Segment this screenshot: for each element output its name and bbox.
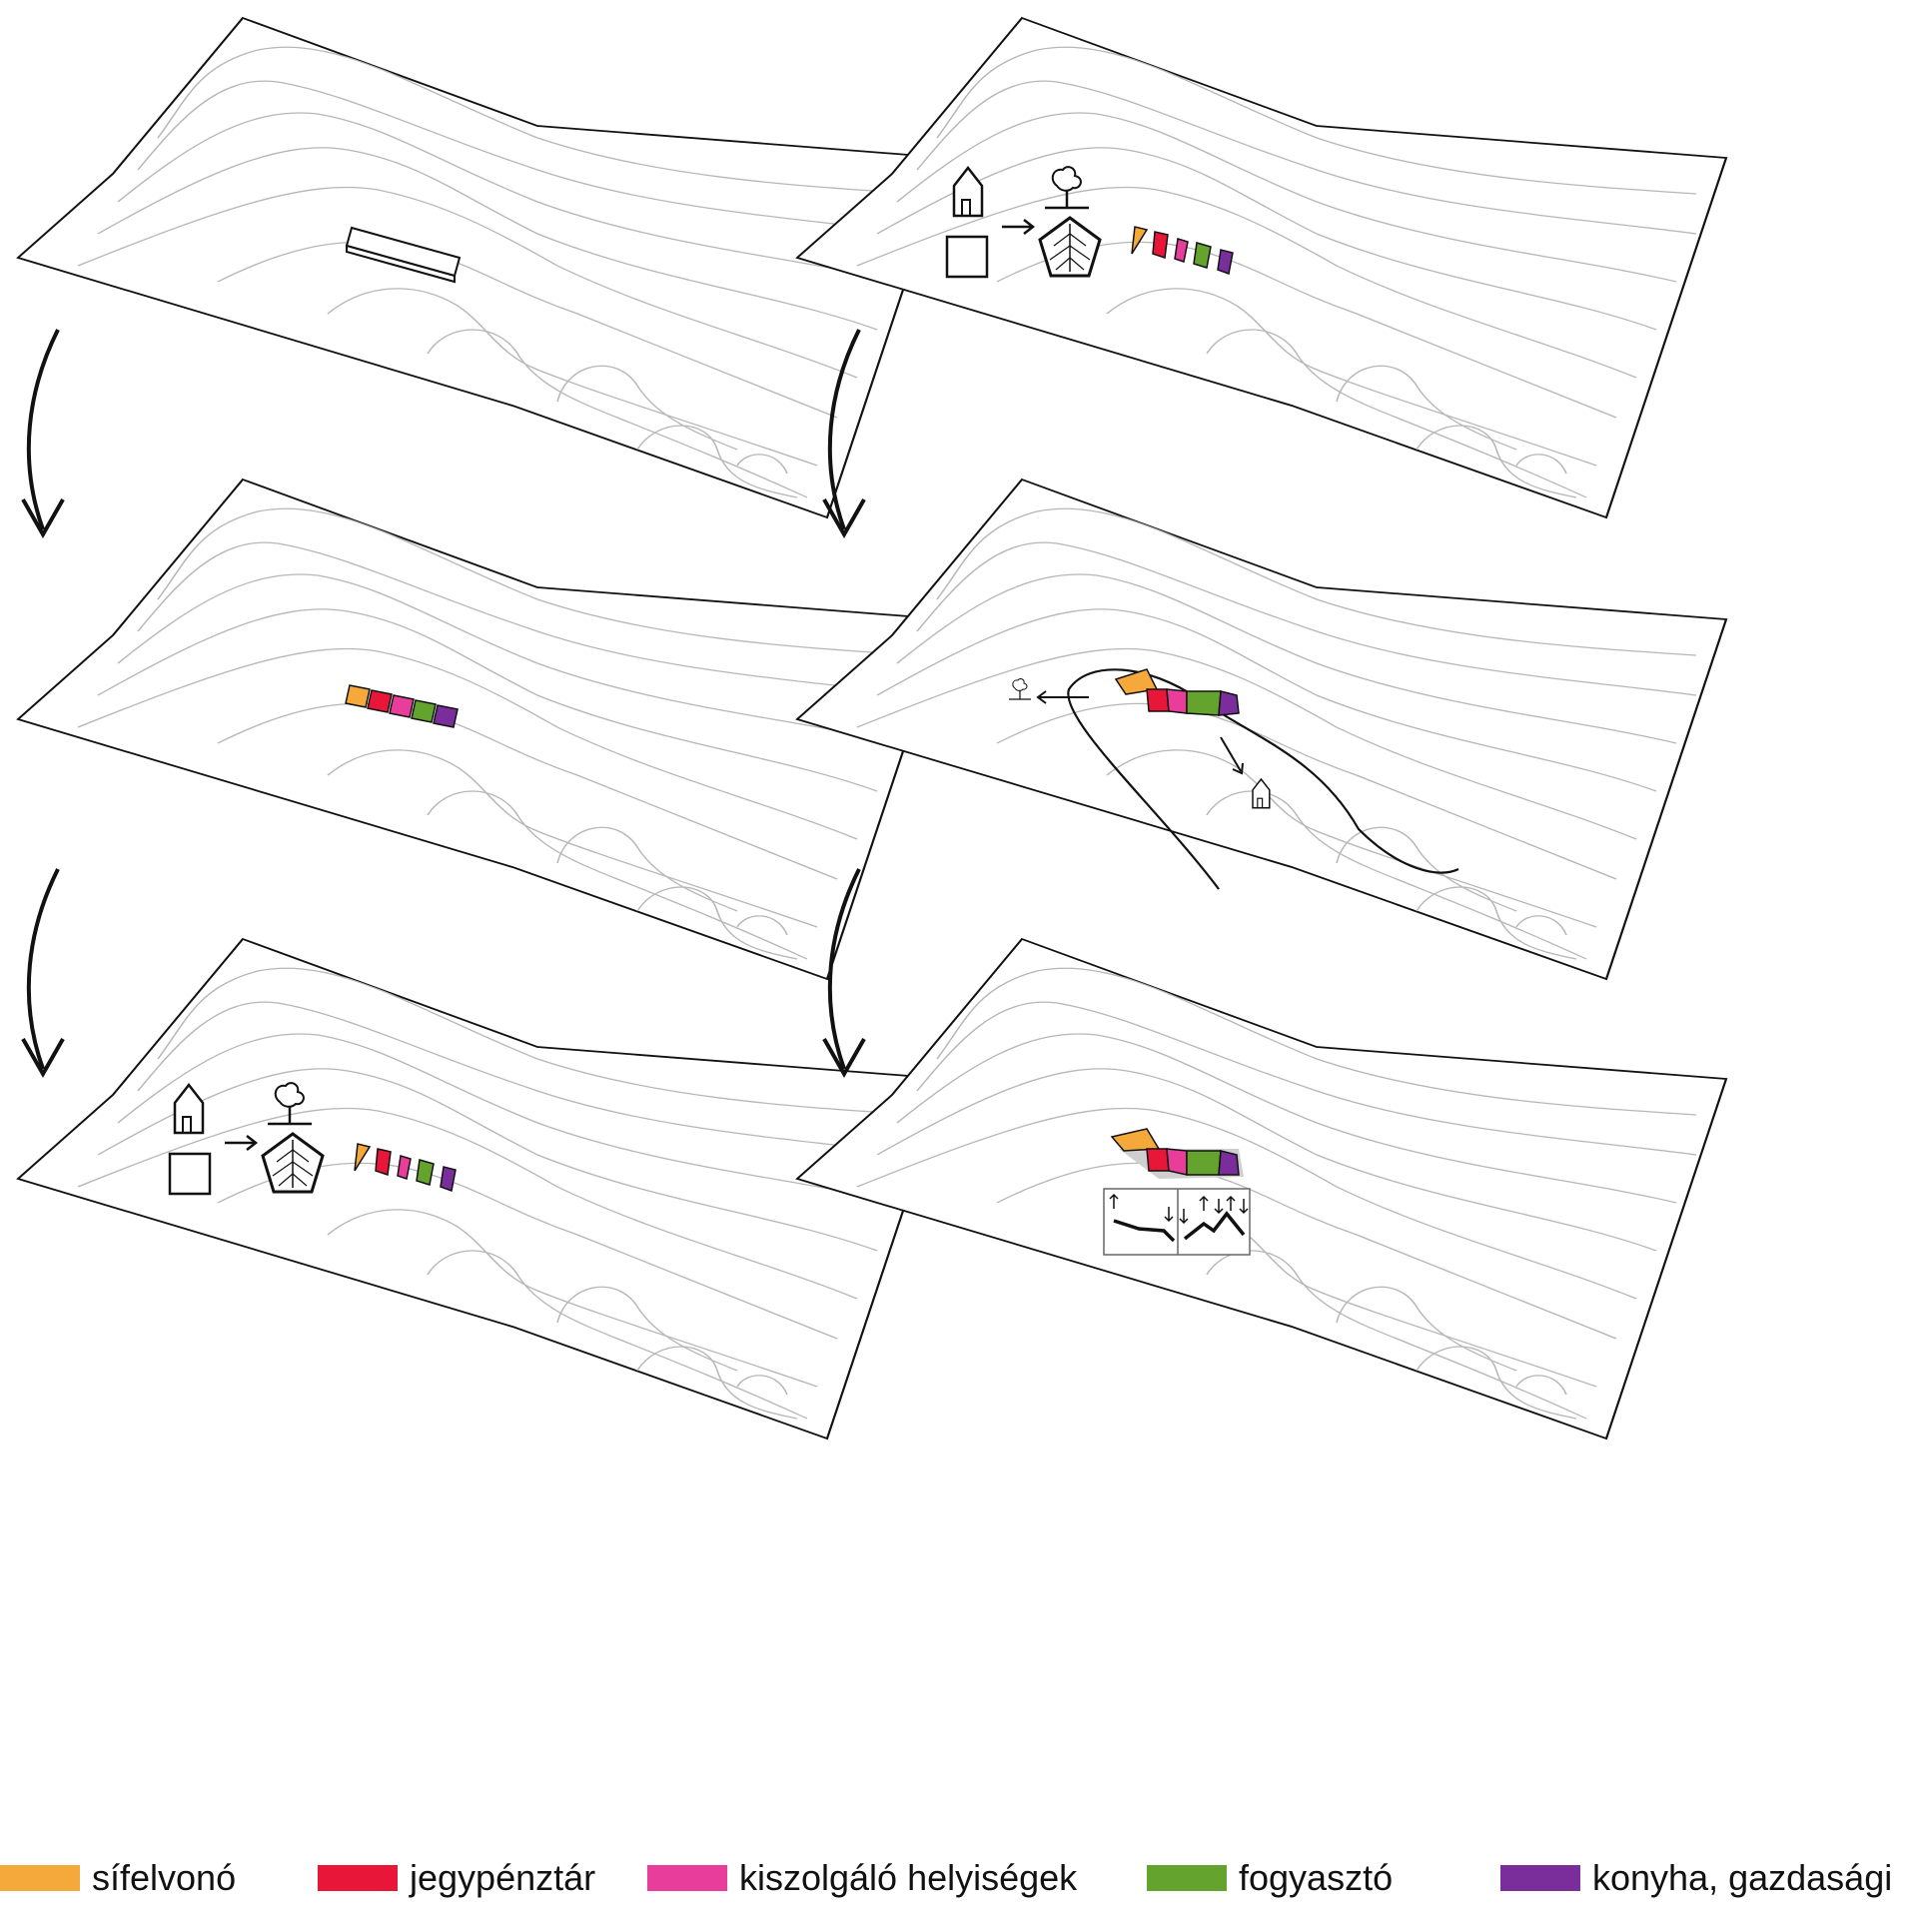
arrow-right-icon <box>225 1135 259 1151</box>
panel-step-3 <box>18 939 947 1439</box>
icons-step-4 <box>945 165 1234 279</box>
arrow-right-icon <box>1002 219 1036 235</box>
square-icon <box>168 1152 212 1196</box>
arrow-to-house-icon <box>1220 736 1244 775</box>
leaf-segments <box>354 1143 457 1193</box>
legend-item-kiszolgalo: kiszolgáló helyiségek <box>647 1856 1077 1900</box>
legend-swatch <box>647 1865 727 1891</box>
legend-swatch <box>0 1865 80 1891</box>
legend: sífelvonó jegypénztár kiszolgáló helyisé… <box>0 1848 1918 1908</box>
segment-jegypenztar <box>367 689 393 713</box>
legend-item-sifelvono: sífelvonó <box>0 1856 236 1900</box>
up-down-arrows-icon <box>1109 1193 1249 1225</box>
segment-fogyaszto <box>411 699 437 723</box>
legend-swatch <box>318 1865 398 1891</box>
legend-swatch <box>1147 1865 1227 1891</box>
curved-building-step-5 <box>1008 668 1459 890</box>
solid-block <box>345 226 462 284</box>
segment-konyha <box>433 704 459 728</box>
legend-item-konyha: konyha, gazdasági <box>1500 1856 1892 1900</box>
legend-item-fogyaszto: fogyasztó <box>1147 1856 1393 1900</box>
segment-kiszolgalo <box>389 694 415 718</box>
legend-label: fogyasztó <box>1239 1857 1394 1898</box>
icons-step-3 <box>168 1081 457 1196</box>
curved-building-step-6 <box>1103 1128 1251 1256</box>
legend-label: kiszolgáló helyiségek <box>739 1857 1078 1898</box>
legend-label: jegypénztár <box>410 1857 596 1898</box>
arrow-down-icon <box>21 328 65 536</box>
panel-step-6 <box>797 939 1726 1439</box>
segment-sifelvono <box>345 684 371 708</box>
colored-segments <box>345 684 459 728</box>
panel-step-1 <box>18 18 947 517</box>
legend-item-jegypenztar: jegypénztár <box>318 1856 595 1900</box>
panel-step-4 <box>797 18 1726 517</box>
arrow-down-icon <box>21 867 65 1076</box>
legend-swatch <box>1500 1865 1580 1891</box>
leaf-segments <box>1131 226 1234 276</box>
arrow-to-tree-icon <box>1036 690 1089 704</box>
section-diagram <box>1103 1188 1251 1256</box>
panel-step-2 <box>18 480 947 979</box>
legend-label: konyha, gazdasági <box>1592 1857 1893 1898</box>
square-icon <box>945 235 989 279</box>
legend-label: sífelvonó <box>92 1857 237 1898</box>
panel-step-5 <box>797 480 1726 979</box>
